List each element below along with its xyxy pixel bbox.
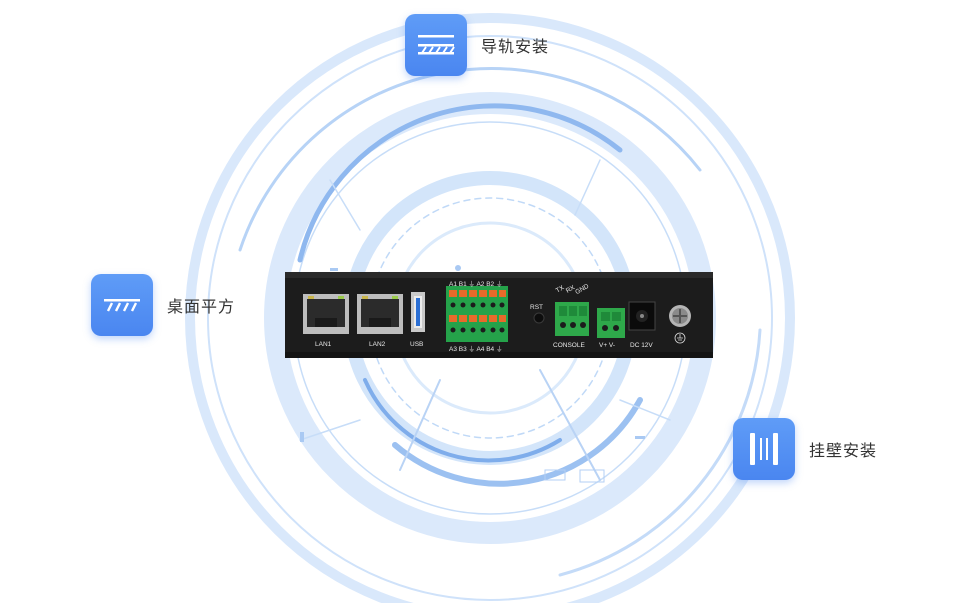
desktop-mount: 桌面平方 xyxy=(91,274,235,336)
wall-mount: 挂壁安装 xyxy=(733,418,877,480)
desktop-label: 桌面平方 xyxy=(167,297,236,316)
lan2-port xyxy=(357,294,403,334)
wall-mount-icon xyxy=(733,418,795,480)
power-terminal xyxy=(597,308,625,338)
din-rail-icon xyxy=(405,14,467,76)
lan1-label: LAN1 xyxy=(315,341,332,348)
console-label: CONSOLE xyxy=(553,342,585,349)
terminal-bottom-label: A3 B3 ⏚ A4 B4 ⏚ xyxy=(449,346,503,353)
din-rail-label: 导轨安装 xyxy=(481,37,550,56)
ground-screw xyxy=(669,305,691,344)
desktop-icon xyxy=(91,274,153,336)
usb-port xyxy=(411,292,425,332)
power-pins-label: V+ V- xyxy=(599,342,616,349)
terminal-top-label: A1 B1 ⏚ A2 B2 ⏚ xyxy=(449,281,503,288)
rs485-terminal-block xyxy=(446,286,508,342)
device-front-panel: LAN1 LAN2 USB A1 B1 ⏚ A2 B2 ⏚ A3 B3 ⏚ A4… xyxy=(285,272,713,358)
lan2-label: LAN2 xyxy=(369,341,386,348)
lan1-port xyxy=(303,294,349,334)
din-rail-mount: 导轨安装 xyxy=(405,14,549,76)
dc-label: DC 12V xyxy=(630,342,653,349)
reset-button xyxy=(533,312,545,324)
rst-label: RST xyxy=(530,304,543,311)
console-terminal xyxy=(555,302,589,336)
wall-mount-label: 挂壁安装 xyxy=(809,441,878,460)
dc-jack xyxy=(628,301,656,331)
usb-label: USB xyxy=(410,341,424,348)
